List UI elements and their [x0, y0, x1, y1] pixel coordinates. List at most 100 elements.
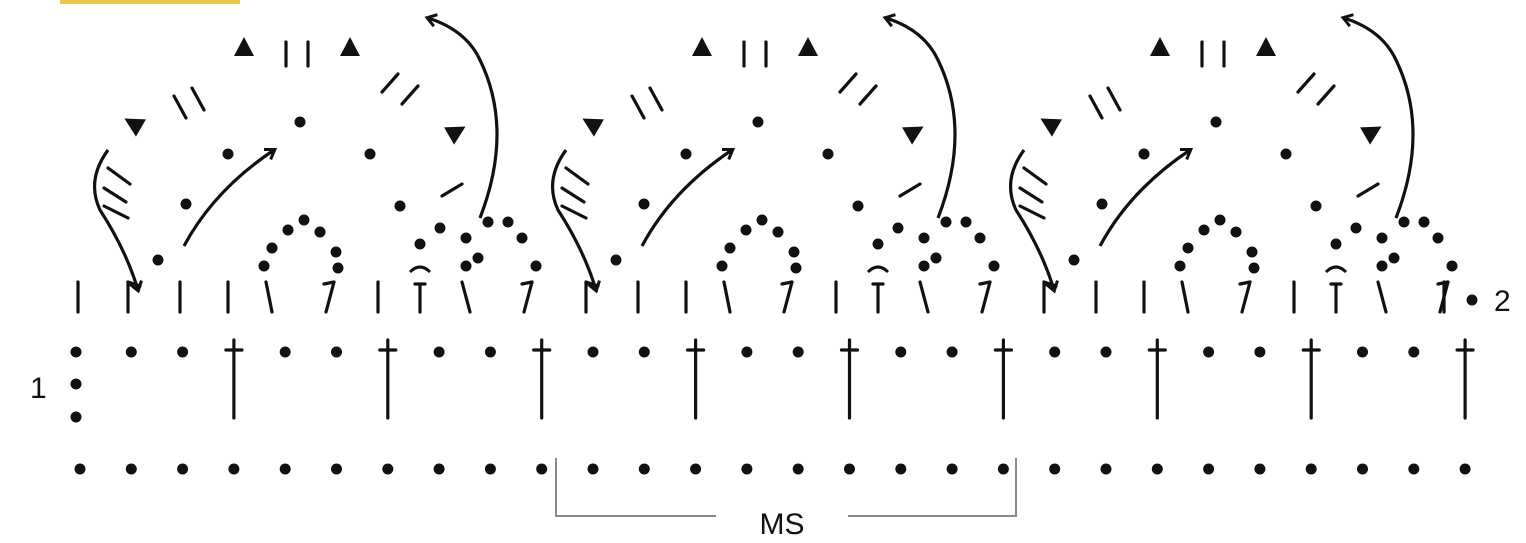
arch-dot — [1330, 238, 1342, 250]
fan-dot — [1138, 148, 1150, 160]
foundation-chain-dot — [1151, 463, 1163, 475]
row1-chain-dot — [125, 346, 137, 358]
triangle-picot — [1256, 37, 1276, 56]
ms-label: MS — [760, 508, 805, 541]
row1-chain-dot — [587, 346, 599, 358]
arch-dot — [530, 260, 542, 272]
arch-dot — [1174, 260, 1186, 272]
fan-dot — [294, 116, 306, 128]
fan-dash — [1106, 86, 1122, 112]
foundation-chain-dot — [1357, 463, 1368, 475]
arch-dot — [974, 232, 986, 244]
arch-dot — [960, 216, 972, 228]
motif-repeat — [551, 13, 1000, 314]
foundation-chain-dot — [741, 463, 753, 475]
arch-dot — [1198, 224, 1210, 236]
arch-dot — [872, 238, 884, 250]
slant-stitch — [522, 280, 534, 314]
slant-tick — [520, 280, 534, 286]
triangle-picot-group — [1040, 118, 1062, 137]
foundation-chain-dot — [1305, 463, 1317, 475]
arch-dot — [1446, 260, 1458, 272]
fan-dash — [560, 204, 588, 220]
arch-dot — [330, 246, 342, 258]
arch-dot — [790, 262, 802, 274]
triangle-picot — [798, 37, 818, 56]
arch-dot — [1248, 262, 1260, 274]
fan-dash — [630, 94, 646, 120]
arch-dot — [1398, 216, 1410, 228]
foundation-chain-dot — [1203, 463, 1215, 475]
turning-chain-dot — [70, 378, 82, 390]
arch-dot — [1432, 232, 1444, 244]
slant-tick — [322, 280, 336, 286]
arch-dot — [502, 216, 514, 228]
fan-dot — [1280, 148, 1292, 160]
row1-chain-dot — [895, 346, 907, 358]
fan-dash — [1316, 84, 1336, 106]
fan-dash — [1018, 186, 1044, 204]
fan-dash — [440, 182, 464, 198]
fan-dash — [172, 94, 188, 120]
triangle-picot-group — [1150, 37, 1170, 56]
row1-chain-dot — [484, 346, 496, 358]
fan-dot — [638, 198, 650, 210]
slant-stitch — [782, 280, 794, 314]
fan-dot — [1310, 200, 1322, 212]
arch-mark — [408, 265, 432, 274]
slant-tick — [978, 280, 992, 286]
foundation-chain-dot — [844, 463, 855, 475]
slant-stitch — [918, 280, 930, 314]
motif-repeat — [93, 13, 542, 314]
arch-dot — [482, 216, 494, 228]
slant-tick — [780, 280, 794, 286]
row2-end-dot — [1466, 294, 1478, 306]
foundation-chain-dot — [279, 463, 291, 475]
arch-dot — [716, 260, 728, 272]
fan-dot — [1068, 254, 1080, 266]
fan-dash — [102, 186, 128, 204]
curved-arrow — [882, 13, 957, 219]
arch-dot — [1214, 214, 1226, 226]
arch-dot — [1350, 222, 1362, 234]
foundation-chain-dot — [997, 463, 1009, 475]
fan-dash — [1296, 72, 1316, 94]
fan-dot — [1210, 116, 1222, 128]
foundation-chain-dot — [331, 463, 342, 475]
fan-dot — [180, 198, 192, 210]
fan-dash — [1018, 204, 1046, 220]
foundation-chain-dot — [946, 463, 958, 475]
arch-dot — [930, 252, 942, 264]
header-accent-strip — [60, 0, 240, 4]
triangle-picot-group — [340, 37, 360, 56]
triangle-picot-group — [582, 118, 604, 137]
row1-chain-dot — [1100, 346, 1112, 358]
foundation-chain-dot — [1049, 463, 1061, 475]
fan-dot — [394, 200, 406, 212]
arch-dot — [1182, 242, 1194, 254]
row1-chain-dot — [1049, 346, 1061, 358]
curved-arrow — [93, 149, 143, 294]
triangle-picot — [444, 126, 466, 145]
arch-dot — [1418, 216, 1430, 228]
arch-dot — [258, 260, 270, 272]
foundation-chain-dot — [536, 463, 548, 475]
arch-dot — [298, 214, 310, 226]
fan-dash — [838, 72, 858, 94]
arch-mark — [1324, 265, 1348, 274]
curved-arrow — [1340, 13, 1415, 219]
row1-chain-dot — [331, 346, 342, 358]
fan-dot — [1096, 198, 1108, 210]
row1-chain-dot — [792, 346, 804, 358]
chart-base-layer — [70, 280, 1478, 475]
row1-chain-dot — [1357, 346, 1368, 358]
fan-dash — [560, 186, 586, 204]
fan-dot — [680, 148, 692, 160]
fan-dash — [858, 84, 878, 106]
fan-dot — [852, 200, 864, 212]
slant-stitch — [324, 280, 336, 314]
arch-dot — [472, 252, 484, 264]
foundation-chain-dot — [74, 463, 86, 475]
